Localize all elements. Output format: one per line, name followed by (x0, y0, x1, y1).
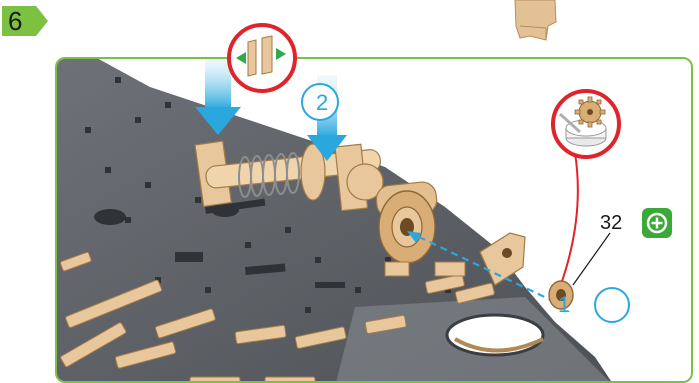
callout-number-2: 2 (316, 90, 328, 116)
glue-cup-icon (550, 88, 622, 160)
step-number: 6 (8, 6, 22, 37)
plus-circle-icon (642, 208, 672, 238)
callout-number-1: 1 (558, 292, 570, 318)
rotate-arrows-icon (226, 22, 298, 94)
step-badge: 6 (2, 4, 50, 38)
part-count: 32 (600, 212, 622, 235)
loose-wooden-part (510, 0, 560, 42)
red-arrow (560, 153, 578, 287)
